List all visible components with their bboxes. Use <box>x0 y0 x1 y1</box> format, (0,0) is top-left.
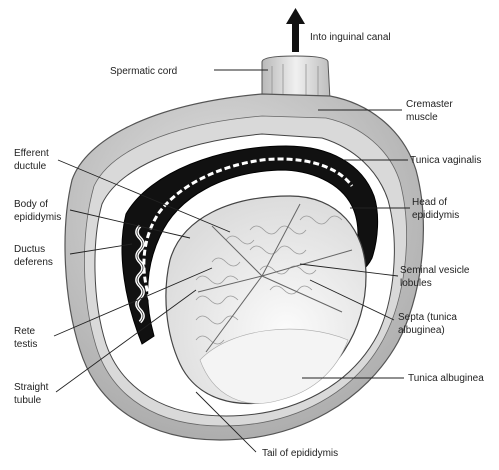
label-tail-of-epididymis: Tail of epididymis <box>262 448 338 459</box>
label-septa-1: Septa (tunica <box>398 312 457 323</box>
label-spermatic-cord: Spermatic cord <box>110 66 177 77</box>
label-seminal-vesicle-lobules-2: lobules <box>400 278 432 289</box>
label-ductus-deferens-1: Ductus <box>14 244 45 255</box>
label-cremaster-muscle-2: muscle <box>406 112 438 123</box>
label-straight-tubule-2: tubule <box>14 395 42 406</box>
label-straight-tubule-1: Straight <box>14 382 49 393</box>
arrow-up-icon <box>286 8 305 52</box>
label-rete-testis-1: Rete <box>14 326 36 337</box>
label-tunica-albuginea: Tunica albuginea <box>408 373 484 384</box>
label-efferent-ductule-2: ductule <box>14 161 47 172</box>
label-ductus-deferens-2: deferens <box>14 257 53 268</box>
label-rete-testis-2: testis <box>14 339 37 350</box>
label-head-of-epididymis-1: Head of <box>412 197 447 208</box>
label-efferent-ductule-1: Efferent <box>14 148 49 159</box>
label-cremaster-muscle-1: Cremaster <box>406 99 453 110</box>
label-tunica-vaginalis: Tunica vaginalis <box>410 155 481 166</box>
label-body-of-epididymis-1: Body of <box>14 199 48 210</box>
label-septa-2: albuginea) <box>398 325 445 336</box>
label-body-of-epididymis-2: epididymis <box>14 212 61 223</box>
label-seminal-vesicle-lobules-1: Seminal vesicle <box>400 265 470 276</box>
label-head-of-epididymis-2: epididymis <box>412 210 459 221</box>
label-into-inguinal-canal: Into inguinal canal <box>310 32 391 43</box>
